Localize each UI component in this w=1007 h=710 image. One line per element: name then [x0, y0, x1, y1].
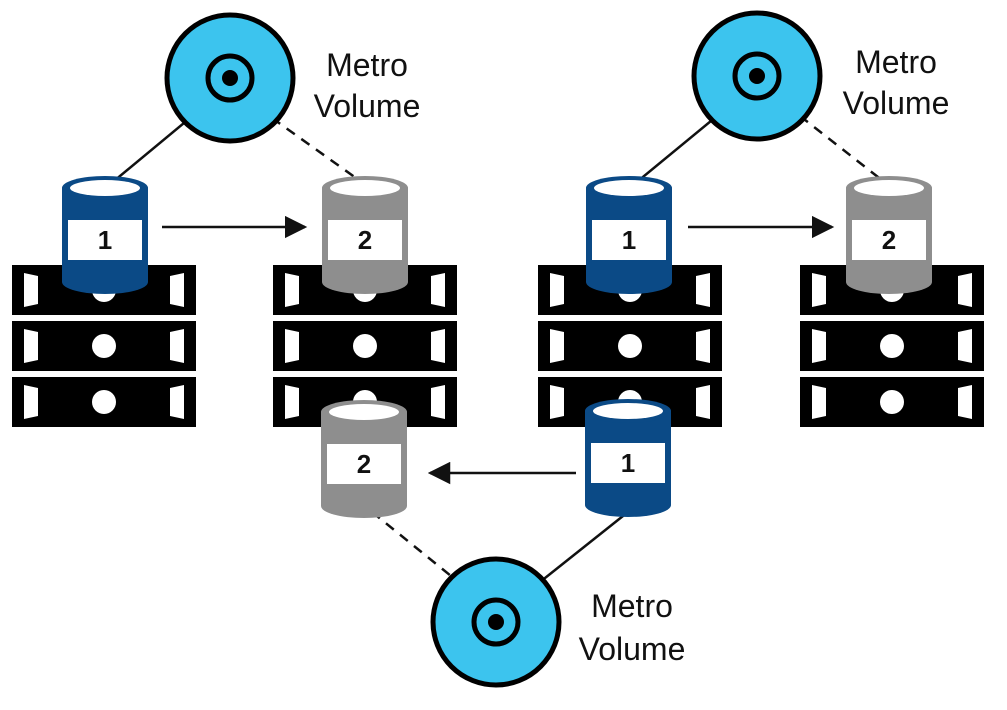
- metro-volume-disc-icon: [691, 10, 823, 142]
- volume-number: 2: [882, 225, 896, 255]
- metro-to-primary-link: [107, 117, 191, 187]
- server-unit: [538, 321, 722, 371]
- server-unit: [12, 377, 196, 427]
- server-unit: [800, 321, 984, 371]
- metro-to-secondary-link: [799, 115, 893, 189]
- secondary-volume: 2: [321, 400, 407, 518]
- volume-number: 2: [358, 225, 372, 255]
- metro-volume-label: Metro Volume: [843, 44, 950, 121]
- volume-number: 1: [621, 448, 635, 478]
- server-stack-4: [800, 265, 984, 427]
- server-unit: [12, 321, 196, 371]
- metro-label-line1: Metro: [591, 588, 673, 624]
- primary-volume: 1: [62, 176, 148, 294]
- server-stack-2: [273, 265, 457, 427]
- server-stack-1: [12, 265, 196, 427]
- metro-to-secondary-link: [371, 511, 457, 581]
- metro-label-line2: Volume: [843, 85, 950, 121]
- metro-label-line1: Metro: [326, 47, 408, 83]
- metro-label-line1: Metro: [855, 44, 937, 80]
- volume-number: 2: [357, 449, 371, 479]
- volume-number: 1: [622, 225, 636, 255]
- secondary-volume: 2: [322, 176, 408, 294]
- metro-volume-disc-icon: [164, 12, 296, 144]
- server-unit: [273, 321, 457, 371]
- metro-to-primary-link: [631, 115, 718, 187]
- server-unit: [800, 377, 984, 427]
- primary-volume: 1: [585, 399, 671, 517]
- metro-to-secondary-link: [271, 116, 371, 190]
- secondary-volume: 2: [846, 176, 932, 294]
- metro-volume-label: Metro Volume: [314, 47, 421, 124]
- metro-volume-disc-icon: [430, 556, 562, 688]
- metro-to-primary-link: [539, 511, 629, 583]
- primary-volume: 1: [586, 176, 672, 294]
- metro-volume-label: Metro Volume: [579, 588, 686, 667]
- volume-number: 1: [98, 225, 112, 255]
- metro-label-line2: Volume: [579, 631, 686, 667]
- metro-label-line2: Volume: [314, 88, 421, 124]
